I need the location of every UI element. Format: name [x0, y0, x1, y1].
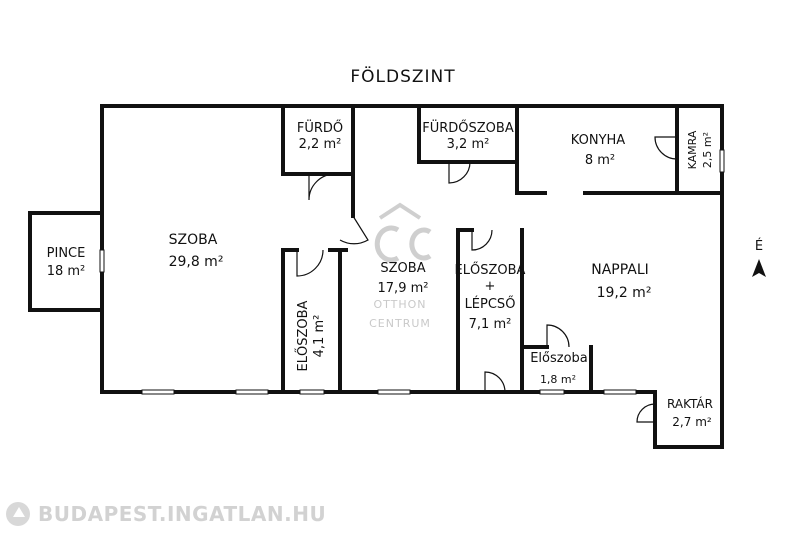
room-area: 2,5 m² [701, 132, 714, 168]
house-logo-icon [6, 502, 30, 526]
site-name[interactable]: BUDAPEST.INGATLAN.HU [38, 502, 327, 526]
room-name: PINCE [47, 246, 86, 261]
room-name: KAMRA [686, 130, 699, 169]
room-name: SZOBA [169, 232, 218, 248]
room-raktar: RAKTÁR 2,7 m² [667, 396, 713, 429]
north-arrow-icon [752, 259, 766, 277]
room-area: 4,1 m² [312, 315, 327, 358]
room-area: 1,8 m² [540, 373, 576, 386]
room-plus: + [485, 279, 496, 294]
room-area: 3,2 m² [447, 137, 490, 152]
walls [28, 104, 724, 449]
room-area: 29,8 m² [169, 254, 224, 270]
room-name: Előszoba [530, 351, 588, 366]
room-eloszoba-1: ELŐSZOBA 4,1 m² [295, 300, 327, 371]
room-name: SZOBA [380, 261, 425, 276]
room-name: RAKTÁR [667, 396, 713, 411]
room-konyha: KONYHA 8 m² [571, 133, 625, 168]
room-name: ELŐSZOBA [455, 262, 526, 278]
room-name: FÜRDŐSZOBA [422, 119, 514, 136]
room-area: 7,1 m² [469, 317, 512, 332]
room-name: FÜRDŐ [297, 119, 343, 136]
room-furdo: FÜRDŐ 2,2 m² [297, 119, 343, 152]
room-pince: PINCE 18 m² [47, 246, 86, 279]
doors [296, 136, 678, 423]
room-name: KONYHA [571, 133, 625, 148]
room-kamra: KAMRA 2,5 m² [686, 130, 714, 169]
room-area: 2,2 m² [299, 137, 342, 152]
room-eloszoba-lepcso: ELŐSZOBA + LÉPCSŐ 7,1 m² [455, 262, 526, 332]
room-szoba-2: SZOBA 17,9 m² [378, 261, 429, 296]
room-name: ELŐSZOBA [295, 300, 311, 371]
room-szoba-1: SZOBA 29,8 m² [169, 232, 224, 270]
room-area: 8 m² [585, 153, 615, 168]
room-sub: LÉPCSŐ [465, 296, 516, 312]
otthon-centrum-logo: OTTHON CENTRUM [369, 202, 432, 330]
windows [99, 149, 725, 395]
watermark-line2: CENTRUM [369, 317, 431, 330]
room-area: 19,2 m² [597, 285, 652, 301]
site-footer: BUDAPEST.INGATLAN.HU [0, 498, 337, 530]
room-area: 2,7 m² [672, 415, 712, 429]
room-eloszoba-2: Előszoba 1,8 m² [530, 351, 588, 386]
floor-title: FÖLDSZINT [350, 65, 455, 87]
compass-letter: É [755, 238, 763, 254]
room-name: NAPPALI [591, 262, 649, 278]
room-area: 17,9 m² [378, 281, 429, 296]
north-compass: É [752, 238, 766, 277]
room-furdoszoba: FÜRDŐSZOBA 3,2 m² [422, 119, 514, 152]
room-nappali: NAPPALI 19,2 m² [591, 262, 651, 301]
room-area: 18 m² [47, 264, 86, 279]
watermark-line1: OTTHON [373, 298, 426, 311]
